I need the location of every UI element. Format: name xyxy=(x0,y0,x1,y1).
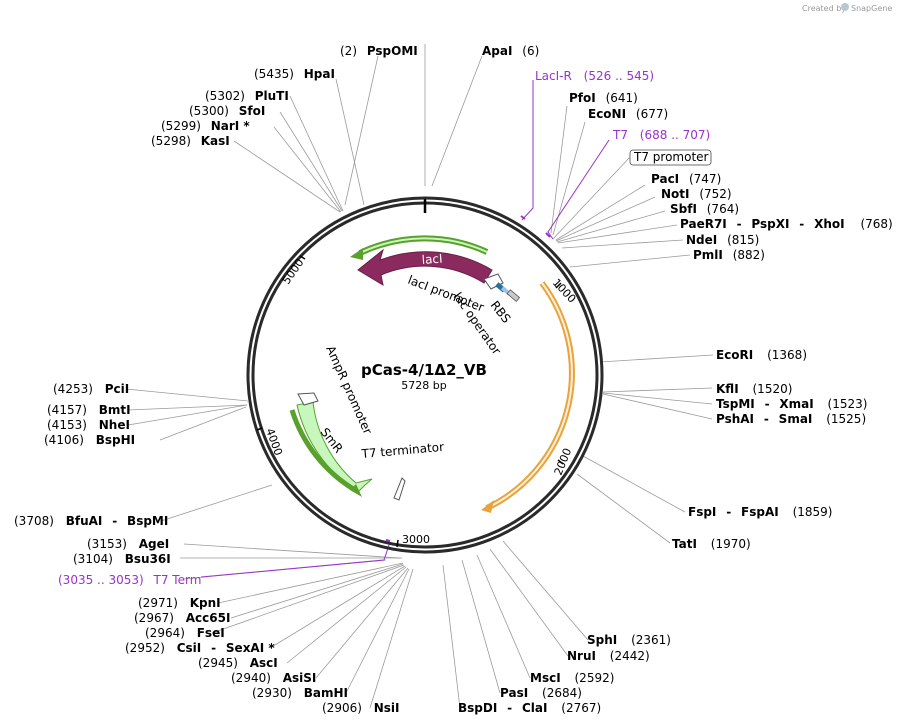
label-sfoi: (5300) SfoI xyxy=(189,104,265,118)
primer-markers xyxy=(385,215,551,542)
label-csii: (2952) CsiI - SexAI * xyxy=(125,641,275,655)
label-kpni: (2971) KpnI xyxy=(138,596,221,610)
label-nhei: (4153) NheI xyxy=(47,418,130,432)
label-pasi: PasI (2684) xyxy=(500,686,582,700)
label-tspmi: TspMI - XmaI (1523) xyxy=(716,397,867,411)
primer-t7: T7 (688 .. 707) xyxy=(612,128,710,142)
enzyme-labels: (2) PspOMI ApaI (6) (5435) HpaI (5302) P… xyxy=(14,44,893,715)
label-msci: MscI (2592) xyxy=(530,671,614,685)
label-nsii: (2906) NsiI xyxy=(322,701,400,715)
label-kfli: KflI (1520) xyxy=(716,382,792,396)
snapgene-logo-icon xyxy=(841,3,849,11)
ampr-promoter-label: AmpR promoter xyxy=(323,344,375,437)
label-pmli: PmlI (882) xyxy=(693,248,765,262)
plasmid-name: pCas-4/1Δ2_VB xyxy=(361,361,487,379)
laci-feature-arrow xyxy=(357,248,493,287)
smr-feature-arrow xyxy=(296,401,373,493)
label-pfoi: PfoI (641) xyxy=(569,91,638,105)
label-agei: (3153) AgeI xyxy=(87,537,169,551)
label-pspomi: (2) PspOMI xyxy=(340,44,418,58)
t7-promoter-box-label: T7 promoter xyxy=(633,150,709,164)
laci-promoter-glyph xyxy=(483,273,521,302)
label-apai: ApaI (6) xyxy=(482,44,539,58)
ruler-label-2000: 2000 xyxy=(552,446,575,477)
ruler-label-5000: 5000 xyxy=(280,256,307,286)
label-paer7i: PaeR7I - PspXI - XhoI (768) xyxy=(680,217,893,231)
orange-feature-arc xyxy=(481,281,575,513)
laci-label: lacI xyxy=(421,252,443,267)
primer-t7-term: (3035 .. 3053) T7 Term xyxy=(58,573,201,587)
label-bsu36i: (3104) Bsu36I xyxy=(73,552,171,566)
label-pshai: PshAI - SmaI (1525) xyxy=(716,412,866,426)
label-bfuai: (3708) BfuAI - BspMI xyxy=(14,514,168,528)
label-paci: PacI (747) xyxy=(651,172,721,186)
t7-promoter-leader xyxy=(552,156,631,240)
label-fspi: FspI - FspAI (1859) xyxy=(688,505,832,519)
leader-lines xyxy=(125,44,714,709)
credit-text: Created by xyxy=(802,4,846,13)
label-acc65i: (2967) Acc65I xyxy=(134,611,230,625)
ruler-label-3000: 3000 xyxy=(402,533,430,546)
label-sbfi: SbfI (764) xyxy=(670,202,739,216)
label-hpai: (5435) HpaI xyxy=(254,67,335,81)
label-bmti: (4157) BmtI xyxy=(47,403,131,417)
label-fsei: (2964) FseI xyxy=(145,626,225,640)
label-pluti: (5302) PluTI xyxy=(205,89,289,103)
t7-terminator-label: T7 terminator xyxy=(360,440,445,461)
label-nari: (5299) NarI * xyxy=(161,119,250,133)
backbone-outer xyxy=(246,196,604,554)
label-asisi: (2940) AsiSI xyxy=(231,671,316,685)
label-econi: EcoNI (677) xyxy=(588,107,668,121)
label-pcii: (4253) PciI xyxy=(53,382,129,396)
green-arc-top xyxy=(350,235,489,260)
ruler-ticks xyxy=(256,255,564,548)
label-asci: (2945) AscI xyxy=(198,656,278,670)
label-kasi: (5298) KasI xyxy=(151,134,230,148)
ampr-promoter-glyph xyxy=(297,392,319,406)
t7-terminator-glyph xyxy=(393,477,406,501)
green-arc-left xyxy=(289,409,362,497)
label-ndei: NdeI (815) xyxy=(686,233,759,247)
plasmid-length: 5728 bp xyxy=(401,379,446,392)
rbs-label: RBS xyxy=(488,298,514,326)
credit-brand: SnapGene xyxy=(851,4,892,13)
label-nrui: NruI (2442) xyxy=(567,649,650,663)
label-tati: TatI (1970) xyxy=(672,537,751,551)
primer-laci-r: LacI-R (526 .. 545) xyxy=(535,69,654,83)
label-bspdi: BspDI - ClaI (2767) xyxy=(458,701,601,715)
label-ecori: EcoRI (1368) xyxy=(716,348,807,362)
label-sphi: SphI (2361) xyxy=(587,633,671,647)
label-noti: NotI (752) xyxy=(661,187,732,201)
label-bsphi: (4106) BspHI xyxy=(44,433,135,447)
label-bamhi: (2930) BamHI xyxy=(252,686,348,700)
